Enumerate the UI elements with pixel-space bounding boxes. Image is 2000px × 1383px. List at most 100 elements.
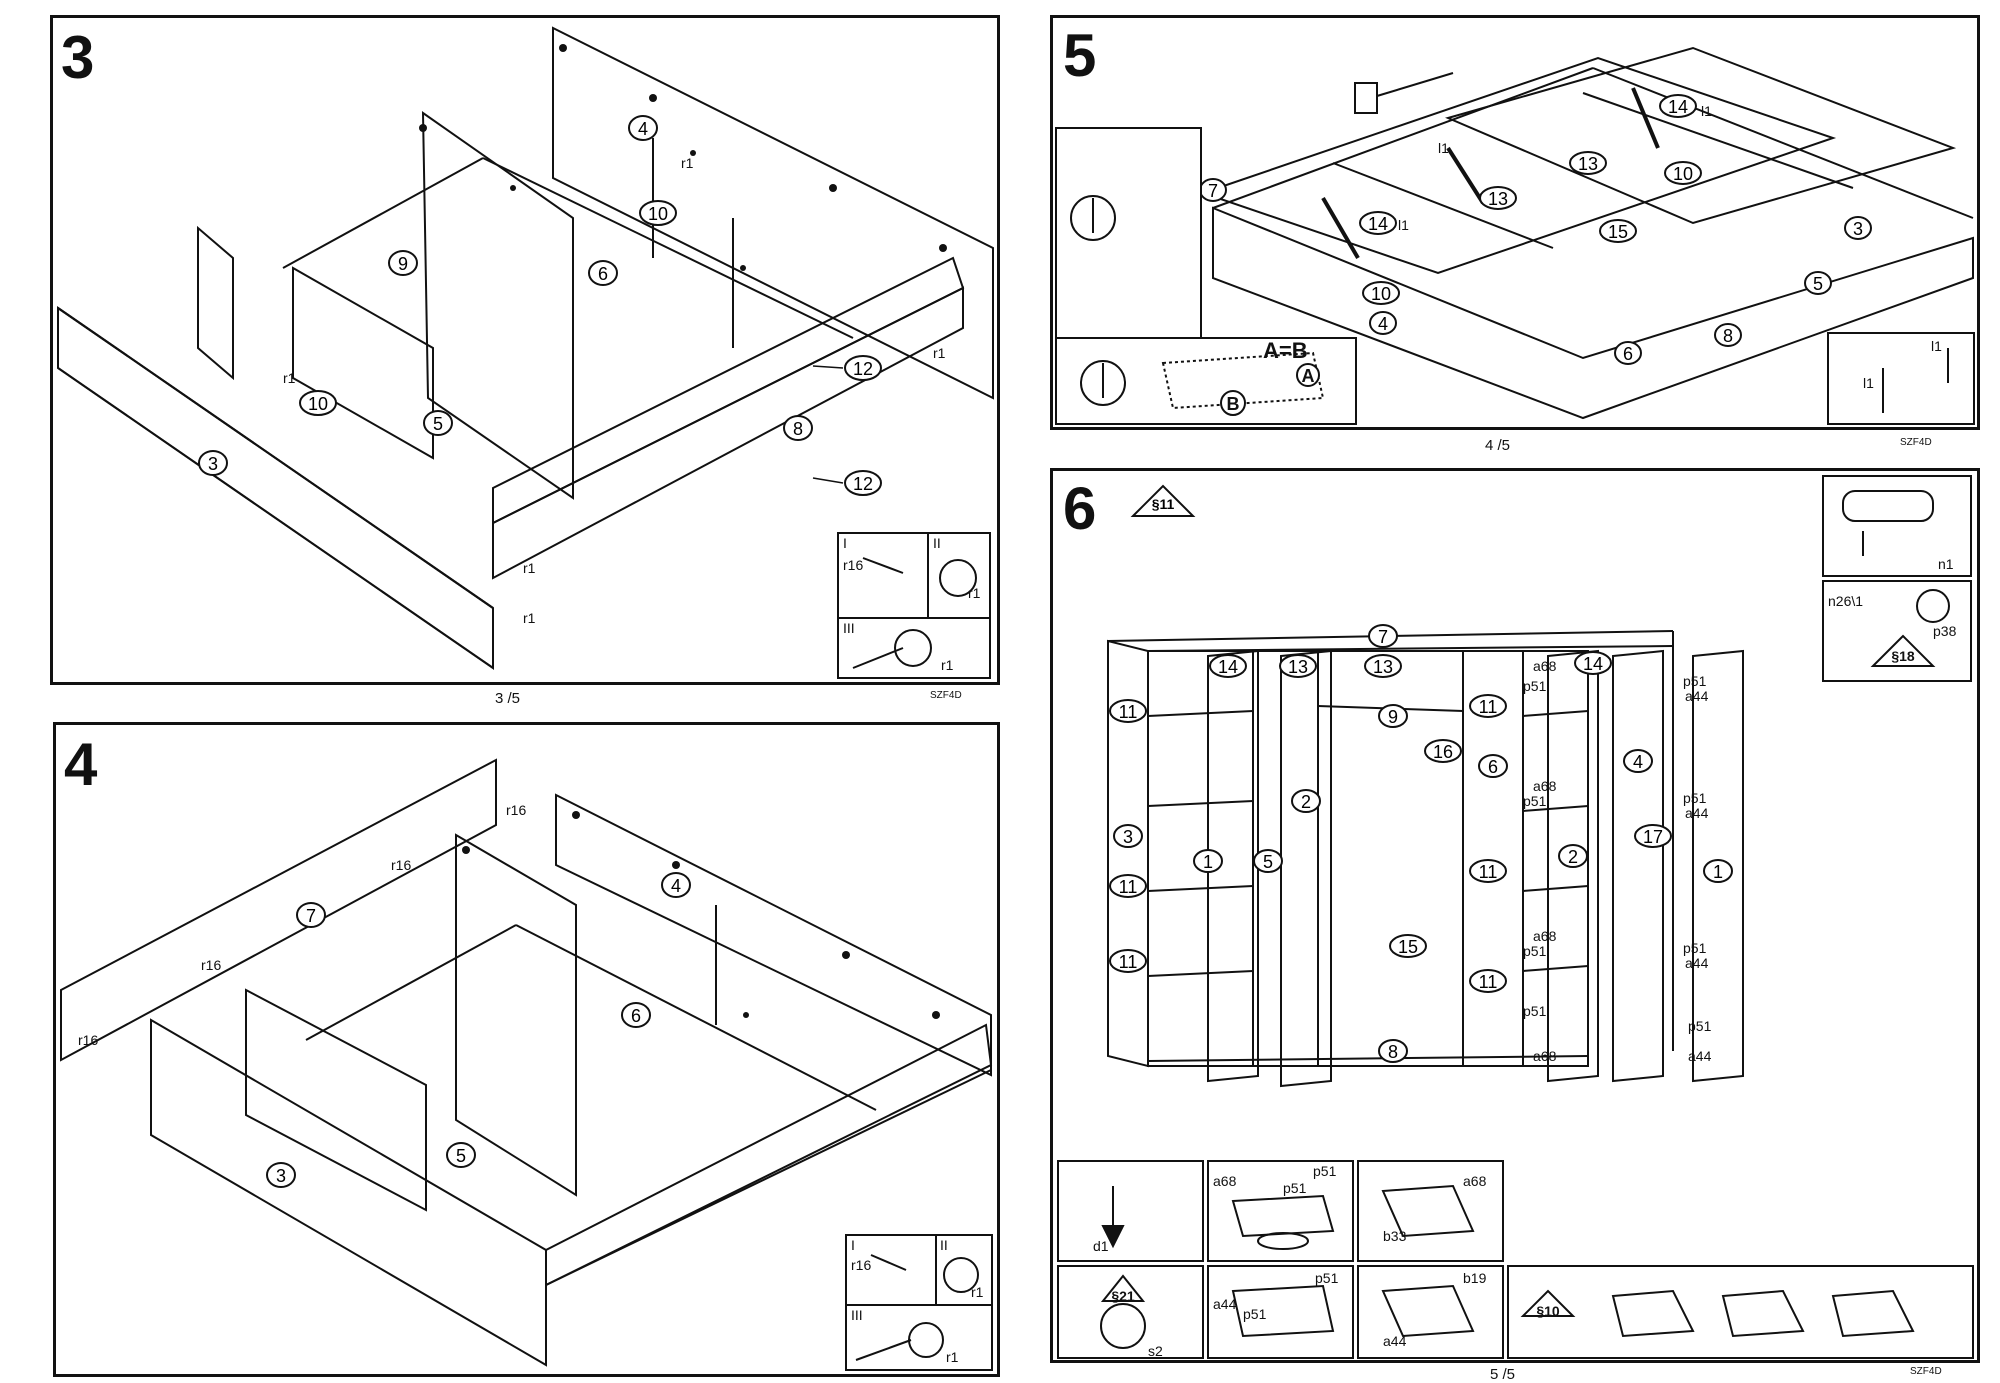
hinge-a44: a44 bbox=[1685, 805, 1709, 821]
inset-b33: b33 bbox=[1383, 1228, 1407, 1244]
part-11: 11 bbox=[1479, 697, 1498, 717]
step-5-panel: 5 7 14 13 10 bbox=[1050, 15, 1980, 430]
part-12: 12 bbox=[853, 474, 873, 494]
fitting-r16: r16 bbox=[201, 957, 221, 973]
inset-s2: s2 bbox=[1148, 1343, 1163, 1359]
detail-l1: l1 bbox=[1931, 338, 1942, 354]
step-3-panel: 3 4 bbox=[50, 15, 1000, 685]
warning-label: §11 bbox=[1152, 496, 1175, 512]
part-11: 11 bbox=[1119, 877, 1138, 897]
part-15: 15 bbox=[1608, 222, 1628, 242]
inset-r1: r1 bbox=[941, 657, 954, 673]
inset-a44: a44 bbox=[1383, 1333, 1407, 1349]
part-13: 13 bbox=[1288, 657, 1308, 677]
inset-roman-i: I bbox=[843, 535, 847, 551]
inset-roman-iii: III bbox=[851, 1307, 863, 1323]
inset-roman-iii: III bbox=[843, 620, 855, 636]
part-5: 5 bbox=[456, 1146, 466, 1166]
part-2: 2 bbox=[1568, 847, 1578, 867]
fitting-r16: r16 bbox=[391, 857, 411, 873]
fitting-l1: l1 bbox=[1701, 103, 1712, 119]
page-number: 5 /5 bbox=[1490, 1366, 1516, 1383]
part-7: 7 bbox=[306, 906, 316, 926]
part-4: 4 bbox=[1378, 314, 1388, 334]
hinge-p51: p51 bbox=[1683, 673, 1707, 689]
part-15: 15 bbox=[1398, 937, 1418, 957]
hinge-p51: p51 bbox=[1683, 940, 1707, 956]
part-11: 11 bbox=[1479, 972, 1498, 992]
inset-roman-ii: II bbox=[933, 535, 941, 551]
step-5-diagram: 7 14 13 10 13 15 14 10 4 3 5 6 8 bbox=[1055, 46, 1975, 425]
fitting-r1: r1 bbox=[283, 370, 296, 386]
inset-p51: p51 bbox=[1315, 1270, 1339, 1286]
step-number: 4 bbox=[64, 731, 98, 798]
step-number: 3 bbox=[61, 24, 95, 91]
part-5: 5 bbox=[433, 414, 443, 434]
part-8: 8 bbox=[793, 419, 803, 439]
fitting-l1: l1 bbox=[1398, 217, 1409, 233]
step-4-panel: 4 7 4 6 bbox=[53, 722, 1000, 1377]
step-number: 6 bbox=[1063, 475, 1097, 542]
part-16: 16 bbox=[1433, 742, 1453, 762]
inset-b19: b19 bbox=[1463, 1270, 1487, 1286]
part-3: 3 bbox=[208, 454, 218, 474]
inset-p38: p38 bbox=[1933, 623, 1957, 639]
hinge-p51: p51 bbox=[1523, 943, 1547, 959]
hinge-p51: p51 bbox=[1523, 1003, 1547, 1019]
part-5: 5 bbox=[1263, 852, 1273, 872]
inset-roman-i: I bbox=[851, 1237, 855, 1253]
document-code: SZF4D bbox=[1910, 1366, 1942, 1377]
hinge-a68: a68 bbox=[1533, 658, 1557, 674]
part-3: 3 bbox=[276, 1166, 286, 1186]
part-11: 11 bbox=[1119, 702, 1138, 722]
part-3: 3 bbox=[1123, 827, 1133, 847]
part-14: 14 bbox=[1583, 654, 1603, 674]
detail-b: B bbox=[1227, 394, 1240, 414]
hinge-a68: a68 bbox=[1533, 1048, 1557, 1064]
inset-n1: n1 bbox=[1938, 556, 1954, 572]
part-4: 4 bbox=[1633, 752, 1643, 772]
step-4-diagram: 7 4 6 5 3 r16 r16 r16 r16 r16 r1 r1 I II bbox=[60, 758, 993, 1371]
inset-a68: a68 bbox=[1213, 1173, 1237, 1189]
part-14: 14 bbox=[1668, 97, 1688, 117]
part-11: 11 bbox=[1119, 952, 1138, 972]
inset-n26: n26\1 bbox=[1828, 593, 1863, 609]
part-5: 5 bbox=[1813, 274, 1823, 294]
part-10: 10 bbox=[308, 394, 328, 414]
part-3: 3 bbox=[1853, 219, 1863, 239]
fitting-l1: l1 bbox=[1438, 140, 1449, 156]
step-3-diagram: 4 10 9 6 12 10 5 8 3 12 r1 r1 r bbox=[57, 26, 994, 679]
detail-a: A bbox=[1302, 366, 1315, 386]
page-number: 4 /5 bbox=[1485, 437, 1511, 454]
part-7: 7 bbox=[1378, 627, 1388, 647]
part-8: 8 bbox=[1388, 1042, 1398, 1062]
part-17: 17 bbox=[1643, 827, 1663, 847]
inset-a44: a44 bbox=[1213, 1296, 1237, 1312]
inset-p51: p51 bbox=[1283, 1180, 1307, 1196]
inset-r1: r1 bbox=[971, 1284, 984, 1300]
hinge-p51: p51 bbox=[1523, 793, 1547, 809]
part-7: 7 bbox=[1208, 181, 1218, 201]
fitting-r1: r1 bbox=[523, 560, 536, 576]
fitting-r16: r16 bbox=[506, 802, 526, 818]
hinge-a44: a44 bbox=[1688, 1048, 1712, 1064]
part-13: 13 bbox=[1488, 189, 1508, 209]
document-code: SZF4D bbox=[930, 690, 962, 701]
hinge-p51: p51 bbox=[1523, 678, 1547, 694]
part-10: 10 bbox=[1673, 164, 1693, 184]
part-10: 10 bbox=[1371, 284, 1391, 304]
part-9: 9 bbox=[398, 254, 408, 274]
fitting-r1: r1 bbox=[681, 155, 694, 171]
part-6: 6 bbox=[631, 1006, 641, 1026]
part-13: 13 bbox=[1373, 657, 1393, 677]
part-4: 4 bbox=[638, 119, 648, 139]
warning-triangle-icon bbox=[1130, 484, 1196, 517]
inset-s18: §18 bbox=[1891, 648, 1915, 664]
inset-d1: d1 bbox=[1093, 1238, 1109, 1254]
inset-r16: r16 bbox=[851, 1257, 871, 1273]
inset-a68: a68 bbox=[1463, 1173, 1487, 1189]
part-8: 8 bbox=[1723, 326, 1733, 346]
part-1: 1 bbox=[1713, 862, 1723, 882]
part-4: 4 bbox=[671, 876, 681, 896]
step-number: 5 bbox=[1063, 22, 1097, 89]
